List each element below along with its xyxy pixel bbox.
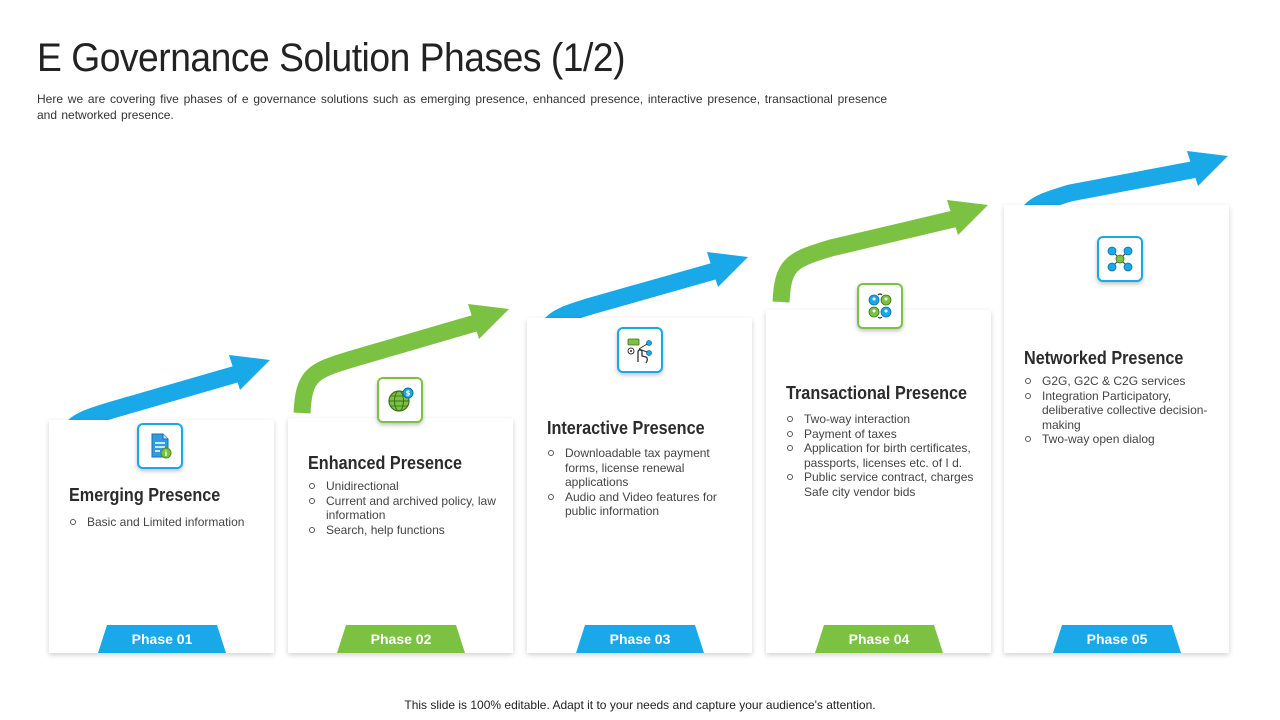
list-item: Two-way open dialog — [1024, 432, 1219, 447]
phase-bullets: Basic and Limited information — [69, 515, 264, 530]
svg-text:i: i — [165, 450, 167, 458]
document-info-icon: i — [137, 423, 183, 469]
list-item: Integration Participatory, deliberative … — [1024, 389, 1219, 433]
phase-title: Enhanced Presence — [308, 453, 462, 473]
phase-label-badge: Phase 05 — [1053, 625, 1181, 653]
phase-title: Networked Presence — [1024, 348, 1184, 368]
phase-card-3: Interactive Presence Downloadable tax pa… — [527, 318, 752, 653]
page-title: E Governance Solution Phases (1/2) — [37, 36, 626, 80]
list-item: Search, help functions — [308, 523, 503, 538]
list-item: Downloadable tax payment forms, license … — [547, 446, 742, 490]
list-item: Public service contract, charges Safe ci… — [786, 470, 981, 499]
phase-label-badge: Phase 04 — [815, 625, 943, 653]
people-exchange-icon — [857, 283, 903, 329]
touch-interaction-icon — [617, 327, 663, 373]
phase-bullets: Unidirectional Current and archived poli… — [308, 479, 503, 537]
list-item: Unidirectional — [308, 479, 503, 494]
phase-label-badge: Phase 02 — [337, 625, 465, 653]
globe-coin-icon: $ — [377, 377, 423, 423]
phase-bullets: G2G, G2C & C2G services Integration Part… — [1024, 374, 1219, 447]
phase-title: Emerging Presence — [69, 485, 221, 505]
list-item: Basic and Limited information — [69, 515, 264, 530]
network-people-icon — [1097, 236, 1143, 282]
list-item: Current and archived policy, law informa… — [308, 494, 503, 523]
list-item: Audio and Video features for public info… — [547, 490, 742, 519]
list-item: Application for birth certificates, pass… — [786, 441, 981, 470]
list-item: Payment of taxes — [786, 427, 981, 442]
phase-card-4: Transactional Presence Two-way interacti… — [766, 310, 991, 653]
phase-label-badge: Phase 03 — [576, 625, 704, 653]
footer-note: This slide is 100% editable. Adapt it to… — [404, 698, 876, 712]
phase-title: Transactional Presence — [786, 383, 967, 403]
phase-card-2: Enhanced Presence Unidirectional Current… — [288, 418, 513, 653]
phase-bullets: Two-way interaction Payment of taxes App… — [786, 412, 981, 499]
phase-title: Interactive Presence — [547, 418, 705, 438]
page-subtitle: Here we are covering five phases of e go… — [37, 92, 887, 122]
phase-bullets: Downloadable tax payment forms, license … — [547, 446, 742, 519]
phase-label-badge: Phase 01 — [98, 625, 226, 653]
list-item: G2G, G2C & C2G services — [1024, 374, 1219, 389]
list-item: Two-way interaction — [786, 412, 981, 427]
svg-text:$: $ — [406, 390, 411, 398]
